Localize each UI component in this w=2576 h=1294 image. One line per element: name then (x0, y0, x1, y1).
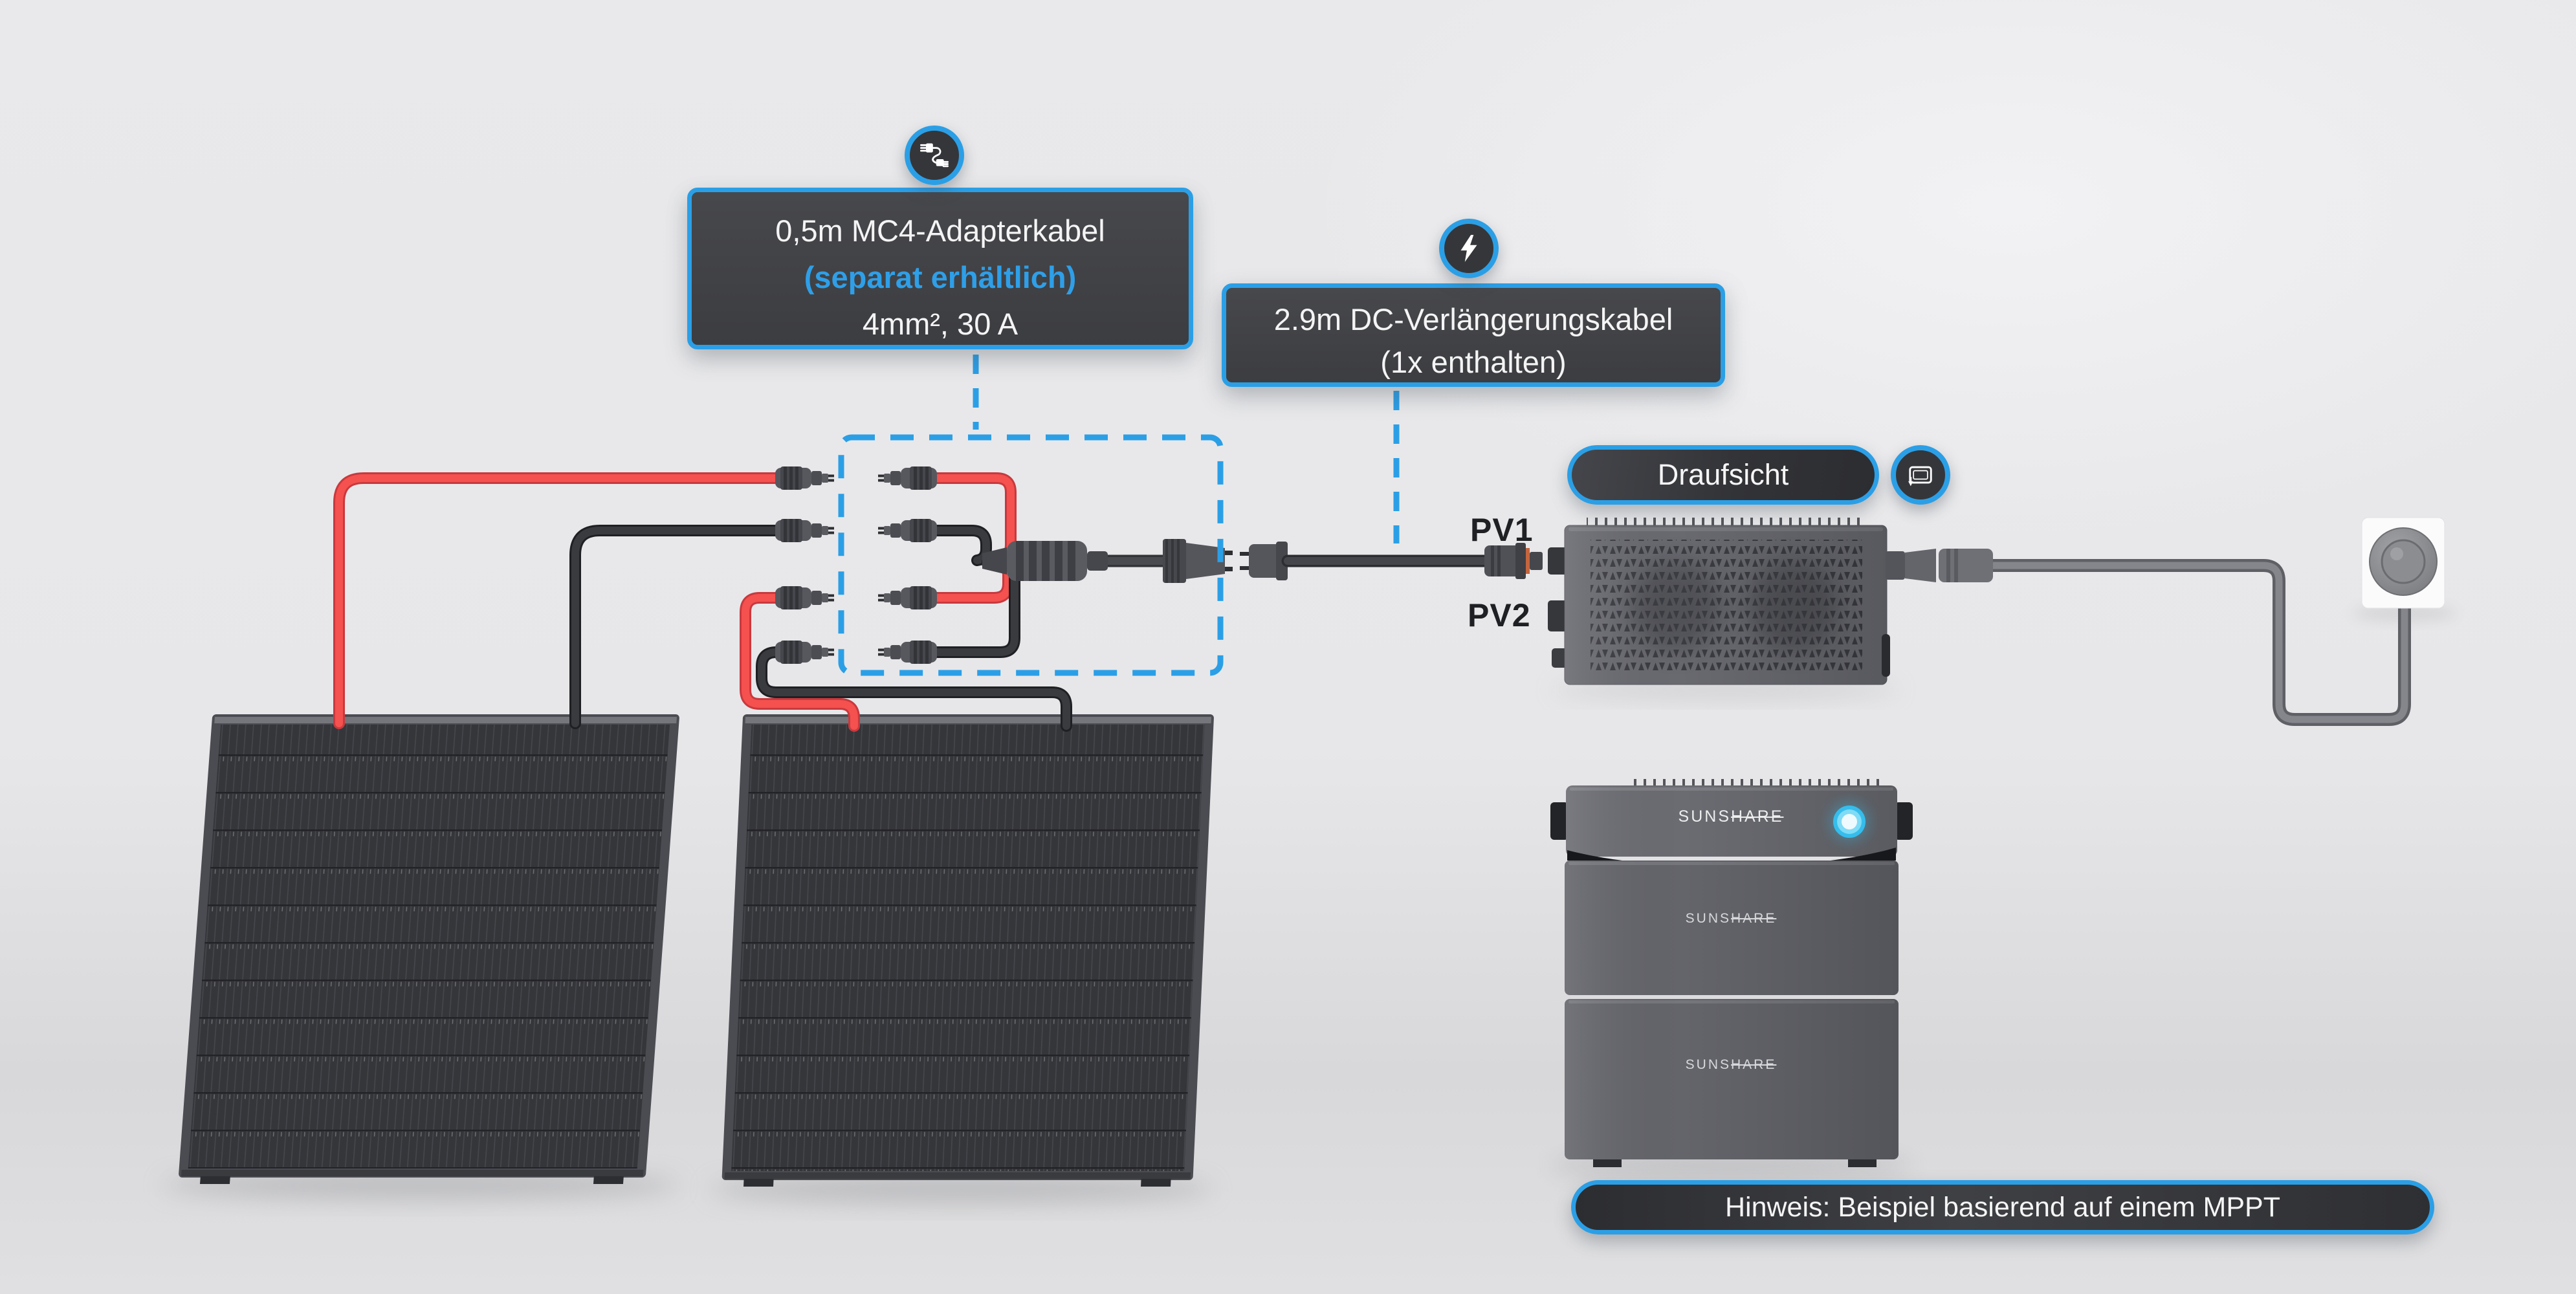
pv1-input-connector (1484, 543, 1543, 579)
adapter-cable-availability: (separat erhältlich) (804, 260, 1077, 294)
solar-panel-1 (179, 714, 679, 1184)
note-text: Hinweis: Beispiel basierend auf einem MP… (1724, 1191, 2280, 1223)
brand-prefix: SUNS (1678, 807, 1731, 826)
callout-extension-cable: 2.9m DC-Verlängerungskabel (1x enthalten… (1222, 283, 1725, 387)
top-view-glyph (1908, 466, 1932, 487)
battery-status-led (1830, 802, 1869, 841)
pv-cables (333, 472, 1072, 732)
ground-shadows (162, 606, 2456, 1203)
solar-panel-2 (721, 714, 1214, 1187)
inverter-top-view (1548, 518, 1905, 685)
battery-brand-top: SUNSHARE (1634, 807, 1828, 826)
callout-adapter-cable: 0,5m MC4-Adapterkabel (separat erhältlic… (687, 188, 1193, 349)
dc-extension-connector (1240, 542, 1288, 580)
lightning-icon (1439, 219, 1499, 278)
extension-cable-included: (1x enthalten) (1380, 345, 1567, 379)
top-view-icon (1891, 445, 1950, 505)
battery-brand-module2: SUNSHARE (1634, 1057, 1828, 1073)
brand-suffix: HARE (1731, 911, 1777, 926)
adapter-cable-spec: 4mm², 30 A (862, 307, 1018, 341)
lightning-glyph (1460, 235, 1477, 262)
note-badge: Hinweis: Beispiel basierend auf einem MP… (1571, 1180, 2434, 1234)
adapter-cable-icon (905, 126, 964, 185)
ac-cable (1987, 559, 2411, 726)
adapter-cable-title: 0,5m MC4-Adapterkabel (775, 214, 1105, 248)
view-badge-label: Draufsicht (1657, 458, 1789, 491)
brand-suffix: HARE (1731, 1057, 1777, 1072)
extension-cable-title: 2.9m DC-Verlängerungskabel (1273, 302, 1673, 336)
wall-outlet (2361, 517, 2445, 609)
battery-stack (1550, 779, 1913, 1167)
brand-suffix: HARE (1731, 807, 1784, 826)
dashed-highlight-region (838, 355, 1400, 676)
y-splitter-connector (982, 541, 1108, 581)
ac-connector (1905, 549, 1993, 582)
adapter-cable-glyph (920, 143, 949, 168)
mc4-connectors-panel-side (775, 466, 834, 664)
view-badge: Draufsicht (1567, 445, 1879, 505)
mc4-connectors-adapter-side (878, 466, 937, 664)
battery-brand-module1: SUNSHARE (1634, 911, 1828, 927)
pv2-label: PV2 (1468, 597, 1531, 633)
pv1-label: PV1 (1470, 512, 1534, 548)
brand-prefix: SUNS (1685, 1057, 1731, 1072)
brand-prefix: SUNS (1685, 911, 1731, 926)
dc-plug-connector (1163, 539, 1233, 583)
